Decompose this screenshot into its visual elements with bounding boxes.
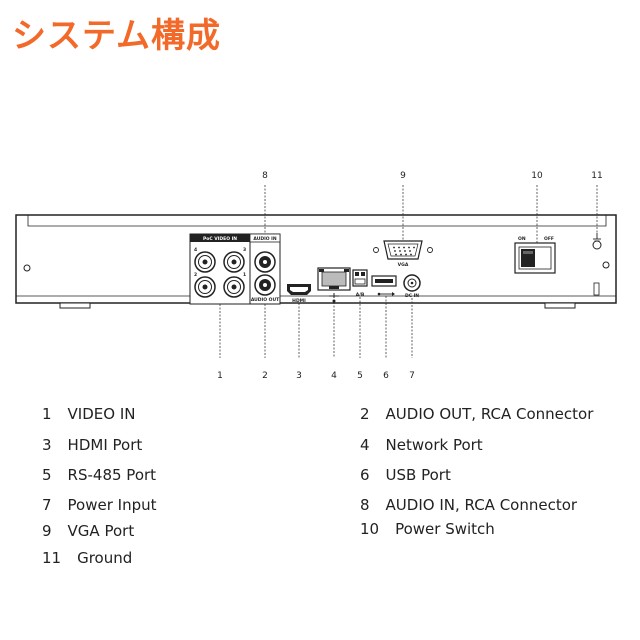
usb-icon: [377, 292, 395, 296]
legend-number: 8: [360, 496, 370, 514]
off-label: OFF: [544, 236, 554, 242]
network-icon: [329, 293, 339, 303]
bnc-connector-icon[interactable]: [223, 276, 245, 298]
bnc-connector-icon[interactable]: [194, 276, 216, 298]
callout-5: 5: [357, 371, 363, 381]
legend-number: 6: [360, 466, 370, 484]
legend-item-3: 3 HDMI Port: [42, 436, 142, 454]
legend-number: 4: [360, 436, 370, 454]
ch1-label: 1: [243, 272, 246, 278]
video-in-block: PoC VIDEO IN 4 3 2 1: [189, 233, 251, 305]
ch3-label: 3: [243, 247, 246, 253]
rs485-port-icon[interactable]: [352, 269, 368, 287]
top-callouts: 8 9 10 11: [262, 171, 603, 243]
page-title: システム構成: [12, 16, 221, 56]
usb-port-icon[interactable]: [371, 275, 397, 287]
ch2-label: 2: [194, 272, 197, 278]
audio-in-label: AUDIO IN: [253, 236, 276, 242]
screw-right-icon: [602, 261, 610, 269]
legend-text: Power Switch: [395, 520, 495, 538]
legend-item-1: 1 VIDEO IN: [42, 405, 135, 423]
legend-text: Ground: [77, 549, 133, 567]
screw-left-icon: [23, 264, 31, 272]
rca-audio-in-icon[interactable]: [254, 251, 276, 273]
audio-block: AUDIO IN AUDIO OUT: [249, 233, 281, 305]
callout-1: 1: [217, 371, 223, 381]
poc-video-in-label: PoC VIDEO IN: [203, 236, 237, 242]
callout-6: 6: [383, 371, 389, 381]
rca-audio-out-icon[interactable]: [254, 274, 276, 296]
legend-text: Power Input: [67, 496, 157, 514]
legend-item-5: 5 RS-485 Port: [42, 466, 156, 484]
power-input-icon[interactable]: [403, 274, 421, 292]
callout-3: 3: [296, 371, 302, 381]
legend-number: 10: [360, 520, 380, 538]
callout-2: 2: [262, 371, 268, 381]
ground-icon[interactable]: [592, 233, 602, 250]
legend-text: HDMI Port: [67, 436, 143, 454]
legend-item-10: 10 Power Switch: [360, 520, 495, 538]
legend-text: AUDIO OUT, RCA Connector: [385, 405, 594, 423]
vga-port-icon[interactable]: [373, 240, 433, 260]
ch4-label: 4: [194, 247, 197, 253]
power-switch-icon[interactable]: [514, 242, 556, 274]
legend-item-9: 9 VGA Port: [42, 522, 134, 540]
bnc-connector-icon[interactable]: [223, 251, 245, 273]
ab-label: A/B: [356, 292, 365, 298]
callout-10: 10: [531, 171, 543, 181]
callout-9: 9: [400, 171, 406, 181]
callout-11: 11: [591, 171, 602, 181]
legend-item-6: 6 USB Port: [360, 466, 451, 484]
legend-item-4: 4 Network Port: [360, 436, 483, 454]
legend-item-2: 2 AUDIO OUT, RCA Connector: [360, 405, 593, 423]
legend-text: RS-485 Port: [67, 466, 157, 484]
legend-text: USB Port: [385, 466, 451, 484]
callout-7: 7: [409, 371, 415, 381]
legend-number: 9: [42, 522, 52, 540]
legend-item-8: 8 AUDIO IN, RCA Connector: [360, 496, 577, 514]
bnc-connector-icon[interactable]: [194, 251, 216, 273]
on-label: ON: [518, 236, 526, 242]
legend-number: 2: [360, 405, 370, 423]
legend-item-7: 7 Power Input: [42, 496, 157, 514]
hdmi-port-icon[interactable]: [287, 284, 311, 295]
bottom-callouts: 1 2 3 4 5 6 7: [217, 296, 415, 381]
legend-number: 3: [42, 436, 52, 454]
hdmi-label: HDMI: [292, 298, 306, 304]
vga-label: VGA: [398, 262, 409, 268]
network-port-icon[interactable]: [317, 267, 351, 291]
legend-text: AUDIO IN, RCA Connector: [385, 496, 578, 514]
legend-text: VGA Port: [67, 522, 135, 540]
legend-number: 5: [42, 466, 52, 484]
legend-number: 1: [42, 405, 52, 423]
callout-8: 8: [262, 171, 268, 181]
legend-number: 11: [42, 549, 62, 567]
legend-text: VIDEO IN: [67, 405, 136, 423]
legend-item-11: 11 Ground: [42, 549, 132, 567]
dc-in-label: DC IN: [405, 293, 419, 299]
legend-number: 7: [42, 496, 52, 514]
callout-4: 4: [331, 371, 337, 381]
audio-out-label: AUDIO OUT: [251, 297, 280, 303]
legend-text: Network Port: [385, 436, 483, 454]
